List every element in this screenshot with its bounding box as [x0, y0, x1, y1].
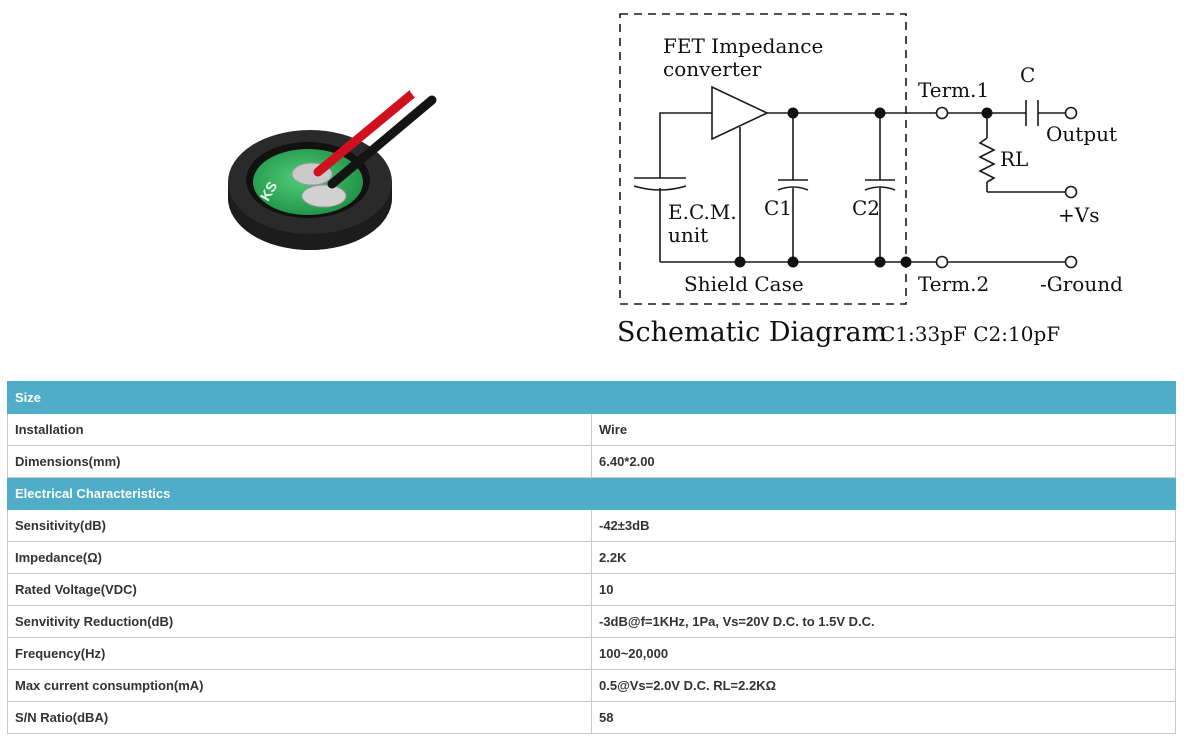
- vs-label: +Vs: [1058, 203, 1099, 227]
- output-label: Output: [1046, 122, 1117, 146]
- fet-label-line2: converter: [663, 57, 762, 81]
- row-value: 6.40*2.00: [591, 445, 1176, 478]
- term2-label: Term.2: [918, 272, 989, 296]
- section-header-size: Size: [7, 381, 1176, 414]
- row-value: 100~20,000: [591, 637, 1176, 670]
- row-label: Dimensions(mm): [7, 445, 592, 478]
- row-value: 10: [591, 573, 1176, 606]
- capacitor-values: C1:33pF C2:10pF: [880, 322, 1060, 346]
- table-row: Installation Wire: [7, 413, 1176, 446]
- c2-label: C2: [852, 196, 880, 220]
- row-label: Installation: [7, 413, 592, 446]
- shield-case-label: Shield Case: [684, 272, 804, 296]
- schematic-diagram: FET Impedance converter E.C.M. unit C1 C…: [617, 13, 1123, 348]
- row-label: Sensitivity(dB): [7, 509, 592, 542]
- row-value: -3dB@f=1KHz, 1Pa, Vs=20V D.C. to 1.5V D.…: [591, 605, 1176, 638]
- row-label: Impedance(Ω): [7, 541, 592, 574]
- table-row: Dimensions(mm) 6.40*2.00: [7, 445, 1176, 478]
- ground-label: -Ground: [1040, 272, 1123, 296]
- row-label: Frequency(Hz): [7, 637, 592, 670]
- ecm-label-line1: E.C.M.: [668, 200, 737, 224]
- product-header: KS: [228, 13, 1123, 348]
- table-row: Frequency(Hz) 100~20,000: [7, 637, 1176, 670]
- table-row: Max current consumption(mA) 0.5@Vs=2.0V …: [7, 669, 1176, 702]
- table-row: Impedance(Ω) 2.2K: [7, 541, 1176, 574]
- section-title: Size: [7, 381, 1176, 414]
- cap-label: C: [1020, 63, 1035, 87]
- row-label: Max current consumption(mA): [7, 669, 592, 702]
- row-label: Senvitivity Reduction(dB): [7, 605, 592, 638]
- row-label: Rated Voltage(VDC): [7, 573, 592, 606]
- row-value: 2.2K: [591, 541, 1176, 574]
- row-value: 0.5@Vs=2.0V D.C. RL=2.2KΩ: [591, 669, 1176, 702]
- ecm-label-line2: unit: [668, 223, 708, 247]
- table-row: Senvitivity Reduction(dB) -3dB@f=1KHz, 1…: [7, 605, 1176, 638]
- section-title: Electrical Characteristics: [7, 477, 1176, 510]
- row-label: S/N Ratio(dBA): [7, 701, 592, 734]
- table-row: S/N Ratio(dBA) 58: [7, 701, 1176, 734]
- fet-label-line1: FET Impedance: [663, 34, 823, 58]
- row-value: 58: [591, 701, 1176, 734]
- table-row: Sensitivity(dB) -42±3dB: [7, 509, 1176, 542]
- table-row: Rated Voltage(VDC) 10: [7, 573, 1176, 606]
- product-image: KS: [228, 90, 437, 250]
- section-header-electrical: Electrical Characteristics: [7, 477, 1176, 510]
- term1-label: Term.1: [918, 78, 989, 102]
- rl-label: RL: [1000, 147, 1028, 171]
- schematic-title: Schematic Diagram: [617, 317, 887, 348]
- row-value: -42±3dB: [591, 509, 1176, 542]
- row-value: Wire: [591, 413, 1176, 446]
- specifications-table: Size Installation Wire Dimensions(mm) 6.…: [7, 381, 1176, 734]
- c1-label: C1: [764, 196, 792, 220]
